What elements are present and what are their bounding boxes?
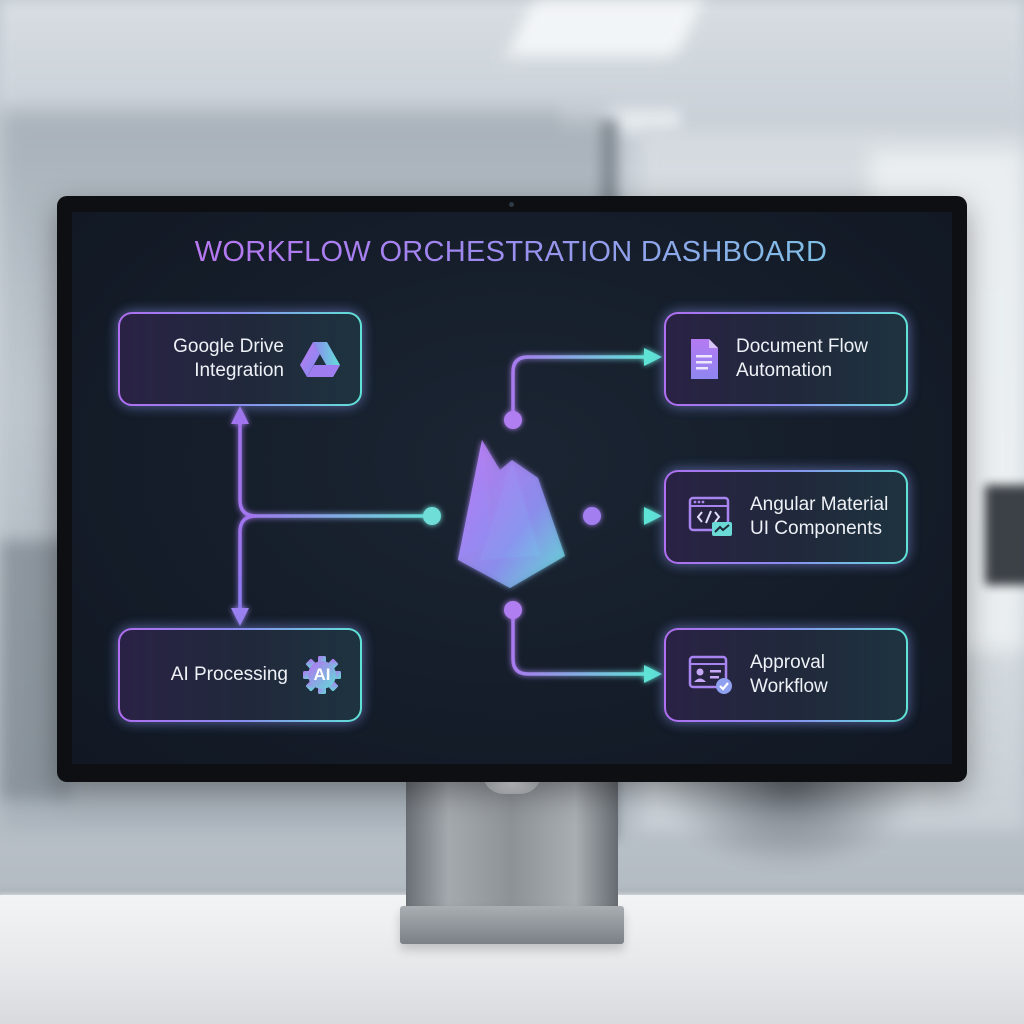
ai-chip-icon: AI (302, 655, 342, 695)
angular-material-sublabel: UI Components (750, 518, 883, 539)
approval-workflow-node[interactable]: Approval Workflow (664, 628, 908, 722)
google-drive-label: Google Drive (173, 336, 284, 357)
background-monitor (985, 485, 1024, 585)
document-flow-label: Document Flow (736, 336, 868, 357)
google-drive-icon (300, 342, 340, 377)
ai-badge-text: AI (313, 665, 331, 684)
dashboard-title: WORKFLOW ORCHESTRATION DASHBOARD (0, 236, 1023, 269)
approval-workflow-label: Approval (750, 652, 825, 673)
webcam (509, 202, 514, 207)
angular-material-node[interactable]: Angular Material UI Components (664, 470, 908, 564)
google-drive-node[interactable]: Google Drive Integration (118, 312, 362, 406)
approval-check-icon (688, 655, 732, 694)
approval-workflow-sublabel: Workflow (750, 676, 828, 697)
angular-material-label: Angular Material (750, 494, 889, 515)
gear-icon (303, 656, 341, 694)
stand-base (400, 906, 624, 944)
google-drive-sublabel: Integration (194, 360, 284, 381)
ai-processing-node[interactable]: AI Processing AI (118, 628, 362, 722)
document-icon (691, 339, 718, 379)
document-flow-sublabel: Automation (736, 360, 833, 381)
ceiling-light (506, 0, 704, 56)
ai-processing-label: AI Processing (170, 664, 288, 685)
document-flow-node[interactable]: Document Flow Automation (664, 312, 908, 406)
code-window-icon (688, 496, 732, 536)
